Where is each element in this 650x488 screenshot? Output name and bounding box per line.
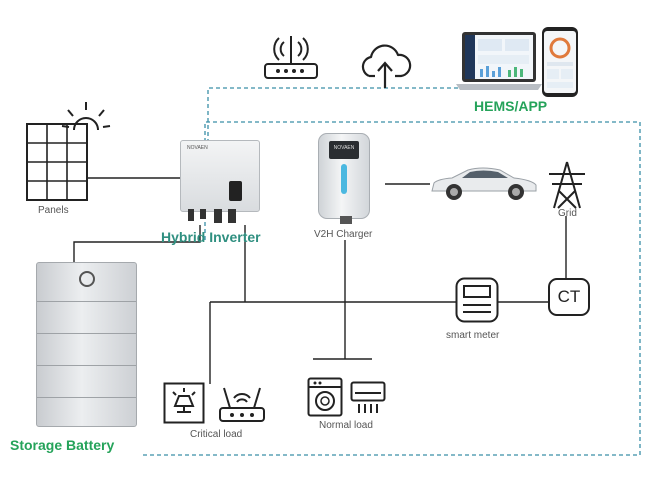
normal-load-label: Normal load <box>319 420 373 431</box>
storage-battery-label: Storage Battery <box>10 437 115 453</box>
lamp-icon <box>163 382 205 424</box>
hems-app-label: HEMS/APP <box>474 98 548 114</box>
sun-icon <box>61 102 111 131</box>
air-conditioner-icon <box>350 381 386 413</box>
solar-panel-icon <box>26 123 88 201</box>
inverter-connectors <box>188 209 236 223</box>
wifi-router-icon <box>219 387 265 422</box>
grid-label: Grid <box>558 208 577 219</box>
charger-stand <box>340 216 352 224</box>
charger-brand: NOVAEN <box>333 145 355 151</box>
car-icon <box>431 167 537 200</box>
hybrid-inverter-label: Hybrid Inverter <box>161 229 261 245</box>
inverter-to-battery-line <box>73 225 201 262</box>
washing-machine-icon <box>307 377 343 417</box>
charger-screen <box>329 141 359 159</box>
grid-tower-icon <box>549 161 585 209</box>
smart-meter-icon <box>455 277 499 323</box>
panels-label: Panels <box>38 205 69 216</box>
charger-light-strip <box>341 164 347 194</box>
battery-divider <box>37 397 136 398</box>
v2h-charger-device: NOVAEN <box>318 133 370 219</box>
ct-label: CT <box>557 287 581 306</box>
v2h-charger-label: V2H Charger <box>314 229 373 240</box>
inverter-brand: NOVAEN <box>187 145 208 151</box>
ct-sensor-box: CT <box>548 278 590 316</box>
laptop-icon <box>456 32 542 90</box>
cloud-upload-icon <box>361 44 412 88</box>
smart-meter-label: smart meter <box>446 330 500 341</box>
router-icon <box>264 36 318 79</box>
battery-divider <box>37 301 136 302</box>
inverter-display <box>229 181 242 201</box>
storage-battery-device <box>36 262 137 427</box>
critical-load-label: Critical load <box>190 429 243 440</box>
battery-divider <box>37 333 136 334</box>
battery-divider <box>37 365 136 366</box>
battery-logo <box>79 271 95 287</box>
phone-icon <box>542 27 578 97</box>
power-lines <box>73 177 567 384</box>
hybrid-inverter-device: NOVAEN <box>180 140 260 212</box>
